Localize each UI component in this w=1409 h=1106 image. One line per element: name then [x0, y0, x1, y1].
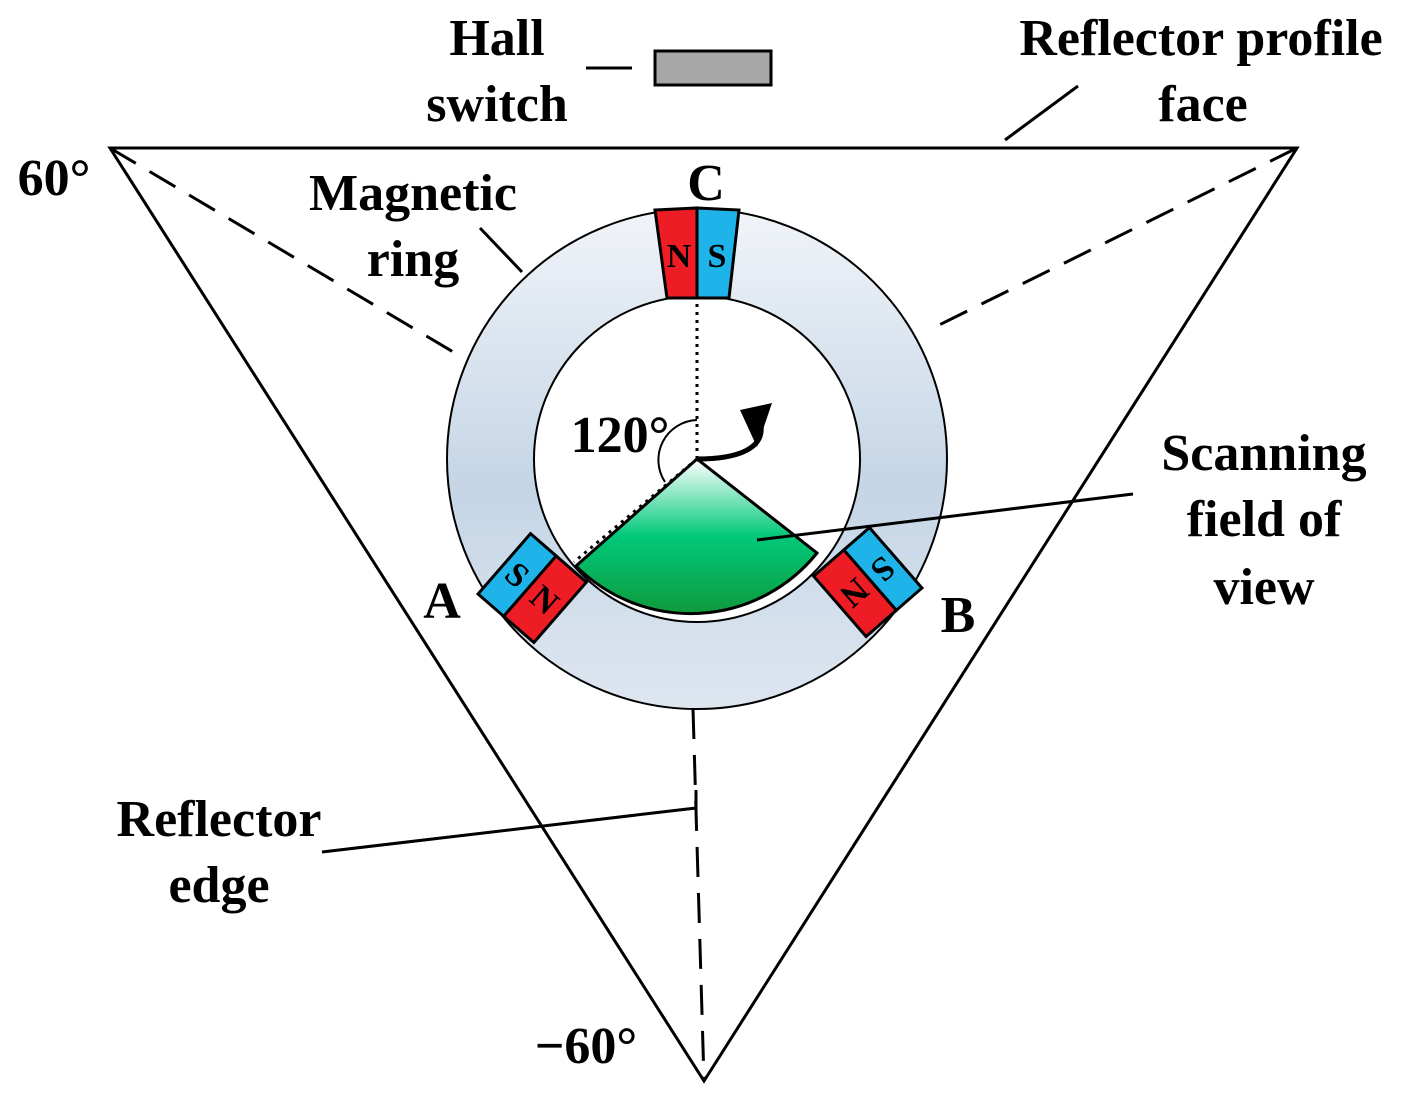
magnet-b: S N [811, 525, 925, 639]
reflector-edge-line-left [109, 146, 461, 358]
scanning-fov-label-line2: field of [1187, 491, 1342, 548]
rotation-arrow-head [740, 403, 772, 447]
magnet-c-south [695, 206, 741, 300]
point-a-label: A [423, 573, 461, 630]
reflector-triangle [107, 146, 1300, 1084]
reflector-edge-leader [321, 790, 698, 854]
scanning-fov-leader [756, 492, 1134, 542]
hall-switch-label-line2: switch [426, 76, 568, 133]
dotted-line-to-a [573, 457, 698, 564]
magnet-c: N S [653, 206, 741, 300]
magnet-b-north [811, 547, 899, 639]
point-b-label: B [941, 587, 976, 644]
angle-neg60-label: −60° [535, 1018, 637, 1075]
magnet-a: S N [475, 531, 589, 645]
magnetic-ring-leader [478, 226, 524, 274]
magnet-c-south-label: S [708, 238, 727, 275]
magnetic-ring-label-line1: Magnetic [309, 165, 517, 222]
reflector-profile-face-label-line1: Reflector profile [1019, 10, 1382, 67]
scanning-fov-sector [573, 457, 820, 616]
magnet-a-north [501, 553, 589, 645]
reflector-profile-face-label-line2: face [1158, 76, 1247, 133]
angle-120-label: 120° [571, 407, 670, 464]
scanning-fov-label-line3: view [1213, 559, 1315, 616]
reflector-edge-line-bottom [691, 708, 706, 1082]
angle-60-label: 60° [18, 150, 91, 207]
hall-switch-label-line1: Hall [449, 10, 544, 67]
magnet-c-north-label: N [667, 238, 692, 275]
profile-face-leader [1004, 84, 1079, 142]
magnetic-ring-label-line2: ring [367, 231, 459, 288]
scanning-fov-label-line1: Scanning [1161, 425, 1366, 482]
hall-switch-sensor [653, 49, 773, 87]
point-c-label: C [687, 155, 725, 212]
reflector-edge-label-line1: Reflector [117, 791, 322, 848]
angle-arc-120 [657, 419, 698, 483]
reflector-edge-label-line2: edge [168, 857, 269, 914]
reflector-edge-line-right [932, 146, 1298, 330]
